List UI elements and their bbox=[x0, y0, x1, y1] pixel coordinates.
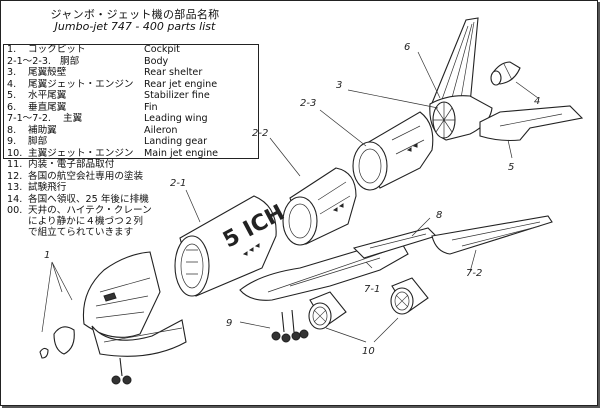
body-section-2-1: 5 ICH bbox=[174, 195, 289, 297]
parts-row: 8. 補助翼 Aileron bbox=[3, 125, 259, 137]
wing-tip-part bbox=[431, 215, 553, 255]
step-number: 14. bbox=[7, 193, 23, 205]
part-number: 1. bbox=[7, 44, 17, 55]
rear-shelter-part bbox=[429, 95, 493, 141]
part-name-en: Fin bbox=[144, 101, 158, 113]
callout-7-2: 7-2 bbox=[466, 268, 482, 279]
part-name-jp: 補助翼 bbox=[28, 124, 57, 136]
step-number: 11. bbox=[7, 159, 23, 170]
part-number: 4. bbox=[7, 78, 17, 90]
callout-4: 4 bbox=[534, 96, 540, 107]
part-name-jp: 垂直尾翼 bbox=[28, 101, 67, 113]
callout-1: 1 bbox=[44, 250, 50, 261]
step-row-continued: で組立てられていきます bbox=[3, 227, 259, 238]
step-text: 天井の、ハイテク・クレーン bbox=[28, 205, 152, 216]
step-text: により静かに４機づつ２列 bbox=[28, 216, 143, 227]
step-row: 00. 天井の、ハイテク・クレーン bbox=[3, 205, 259, 216]
part-name-jp: 脚部 bbox=[28, 136, 48, 147]
part-number: 3. bbox=[7, 67, 17, 78]
step-text: 試験飛行 bbox=[28, 182, 67, 193]
part-name-jp: 胴部 bbox=[60, 55, 80, 67]
callout-8: 8 bbox=[436, 210, 442, 221]
part-number: 5. bbox=[7, 90, 17, 101]
callout-10: 10 bbox=[362, 346, 375, 357]
parts-row: 9. 脚部 Landing gear bbox=[3, 136, 259, 148]
step-row: 13. 試験飛行 bbox=[3, 182, 259, 194]
parts-row: 10. 主翼ジェット・エンジン Main jet engine bbox=[3, 148, 259, 160]
callout-5: 5 bbox=[508, 162, 514, 173]
title-japanese: ジャンボ・ジェット機の部品名称 bbox=[50, 8, 220, 21]
step-text: 各国の航空会社専用の塗装 bbox=[28, 170, 144, 182]
fin-part bbox=[429, 17, 479, 110]
part-number: 7-1〜7-2. bbox=[7, 113, 51, 124]
main-engine-left bbox=[308, 291, 347, 330]
parts-row: 3. 尾翼殻壁 Rear shelter bbox=[3, 67, 259, 79]
part-number: 2-1〜2-3. bbox=[7, 55, 51, 67]
step-number: 00. bbox=[7, 205, 23, 216]
part-name-en: Main jet engine bbox=[144, 147, 219, 159]
parts-row: 7-1〜7-2. 主翼 Leading wing bbox=[3, 113, 259, 125]
part-number: 8. bbox=[7, 124, 17, 136]
leader-lines bbox=[41, 51, 539, 343]
parts-list: 1. コックピット Cockpit 2-1〜2-3. 胴部 Body 3. 尾翼殻壁 Rea… bbox=[3, 44, 259, 238]
parts-row: 6. 垂直尾翼 Fin bbox=[3, 102, 259, 114]
part-name-en: Rear shelter bbox=[144, 67, 203, 78]
step-row-continued: により静かに４機づつ２列 bbox=[3, 216, 259, 227]
step-text: 各国へ領収、25 年後に排機 bbox=[28, 193, 149, 205]
part-name-jp: 主翼ジェット・エンジン bbox=[28, 147, 134, 159]
part-name-jp: 尾翼殻壁 bbox=[28, 67, 67, 78]
step-number: 12. bbox=[7, 170, 23, 182]
step-number: 13. bbox=[7, 182, 23, 193]
part-name-jp: 尾翼ジェット・エンジン bbox=[28, 78, 134, 90]
step-text: 内装・電子部品取付 bbox=[28, 159, 115, 170]
callout-2-3: 2-3 bbox=[300, 98, 316, 109]
cockpit-part bbox=[82, 251, 187, 357]
part-name-jp: コックピット bbox=[28, 44, 86, 55]
part-number: 10. bbox=[7, 147, 23, 159]
part-name-en: Cockpit bbox=[144, 44, 180, 55]
callout-7-1: 7-1 bbox=[364, 284, 380, 295]
main-engine-right bbox=[390, 277, 429, 315]
part-name-en: Aileron bbox=[144, 124, 178, 136]
parts-row: 5. 水平尾翼 Stabilizer fine bbox=[3, 90, 259, 102]
landing-gear-nose bbox=[111, 357, 132, 385]
part-name-jp: 水平尾翼 bbox=[28, 90, 67, 101]
part-name-en: Rear jet engine bbox=[144, 78, 218, 90]
callout-2-2: 2-2 bbox=[252, 128, 268, 139]
landing-gear-main bbox=[271, 309, 309, 343]
parts-list-box bbox=[3, 44, 259, 159]
callout-2-1: 2-1 bbox=[170, 178, 186, 189]
part-number: 9. bbox=[7, 136, 17, 147]
stabilizer-part bbox=[479, 105, 584, 142]
part-name-en: Leading wing bbox=[144, 113, 208, 124]
step-text: で組立てられていきます bbox=[28, 227, 134, 238]
part-name-jp: 主翼 bbox=[63, 113, 83, 124]
part-name-en: Body bbox=[144, 55, 169, 67]
title-english: Jumbo-jet 747 - 400 parts list bbox=[54, 20, 216, 33]
parts-row: 4. 尾翼ジェット・エンジン Rear jet engine bbox=[3, 79, 259, 91]
step-row: 14. 各国へ領収、25 年後に排機 bbox=[3, 194, 259, 206]
part-name-en: Landing gear bbox=[144, 136, 208, 147]
body-section-2-2 bbox=[282, 167, 357, 246]
callout-3: 3 bbox=[336, 80, 342, 91]
parts-row: 1. コックピット Cockpit bbox=[3, 44, 259, 56]
callout-6: 6 bbox=[404, 42, 410, 53]
callout-9: 9 bbox=[226, 318, 232, 329]
step-row: 12. 各国の航空会社専用の塗装 bbox=[3, 171, 259, 183]
part-number: 6. bbox=[7, 101, 17, 113]
step-row: 11. 内装・電子部品取付 bbox=[3, 159, 259, 171]
part-name-en: Stabilizer fine bbox=[144, 90, 210, 101]
parts-row: 2-1〜2-3. 胴部 Body bbox=[3, 56, 259, 68]
body-section-2-3 bbox=[352, 111, 434, 191]
nose-cone-part bbox=[39, 326, 75, 359]
rear-engine-part bbox=[490, 61, 521, 86]
